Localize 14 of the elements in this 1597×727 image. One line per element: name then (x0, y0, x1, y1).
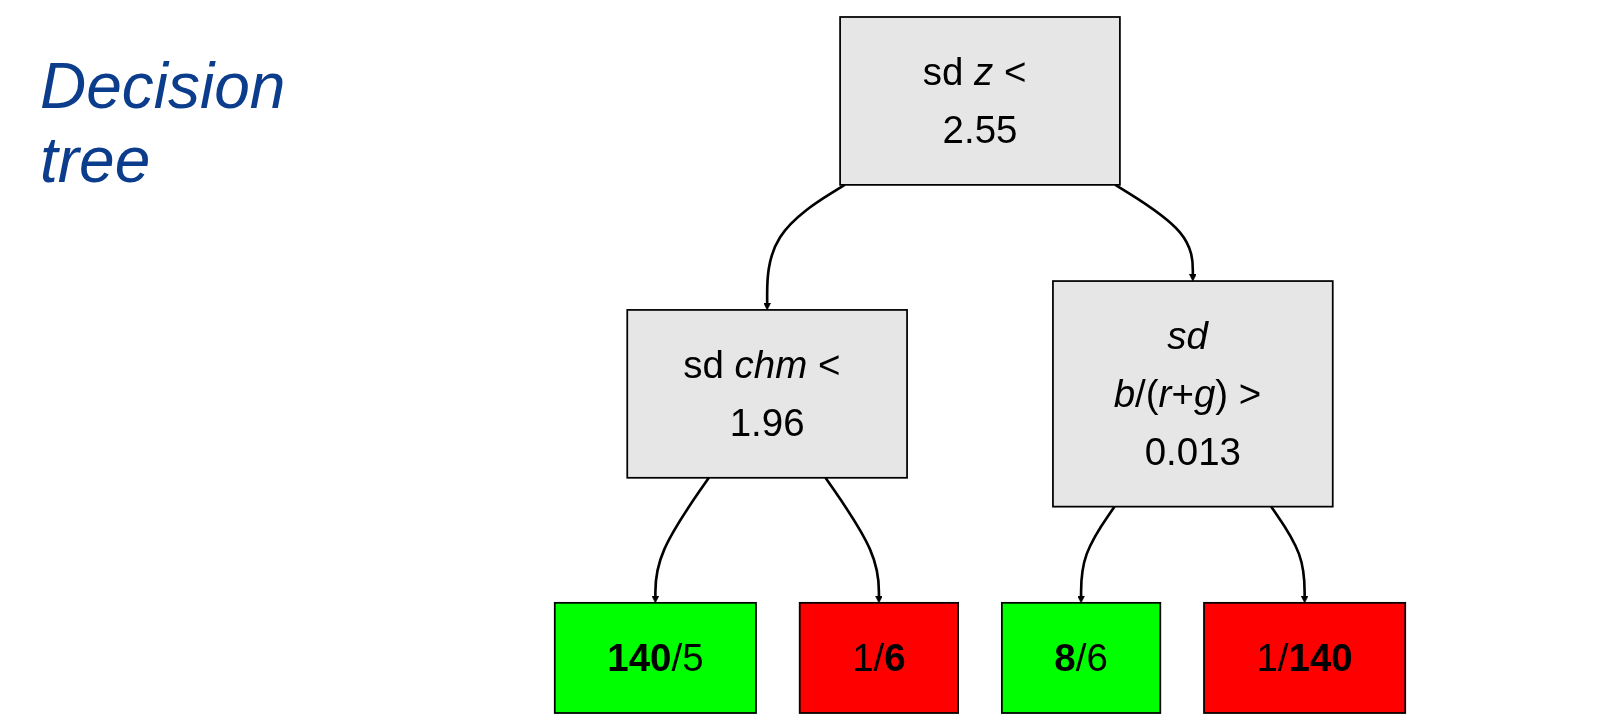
node-box: sd chm < 1.96 (626, 309, 908, 479)
node-box: 1/140 (1203, 601, 1407, 714)
arrow (1270, 505, 1309, 604)
node-box: 8/6 (1001, 601, 1162, 714)
node-box: 140/5 (553, 601, 757, 714)
arrow (1114, 183, 1197, 282)
arrow (763, 183, 846, 311)
arrow (824, 477, 883, 604)
node-box: 1/6 (798, 601, 959, 714)
arrow (1077, 505, 1116, 604)
diagram-title: Decision tree (40, 50, 287, 198)
node-box: sd b/(r+g) > 0.013 (1052, 280, 1334, 508)
arrow (651, 477, 710, 604)
node-box: sd z < 2.55 (839, 16, 1121, 186)
